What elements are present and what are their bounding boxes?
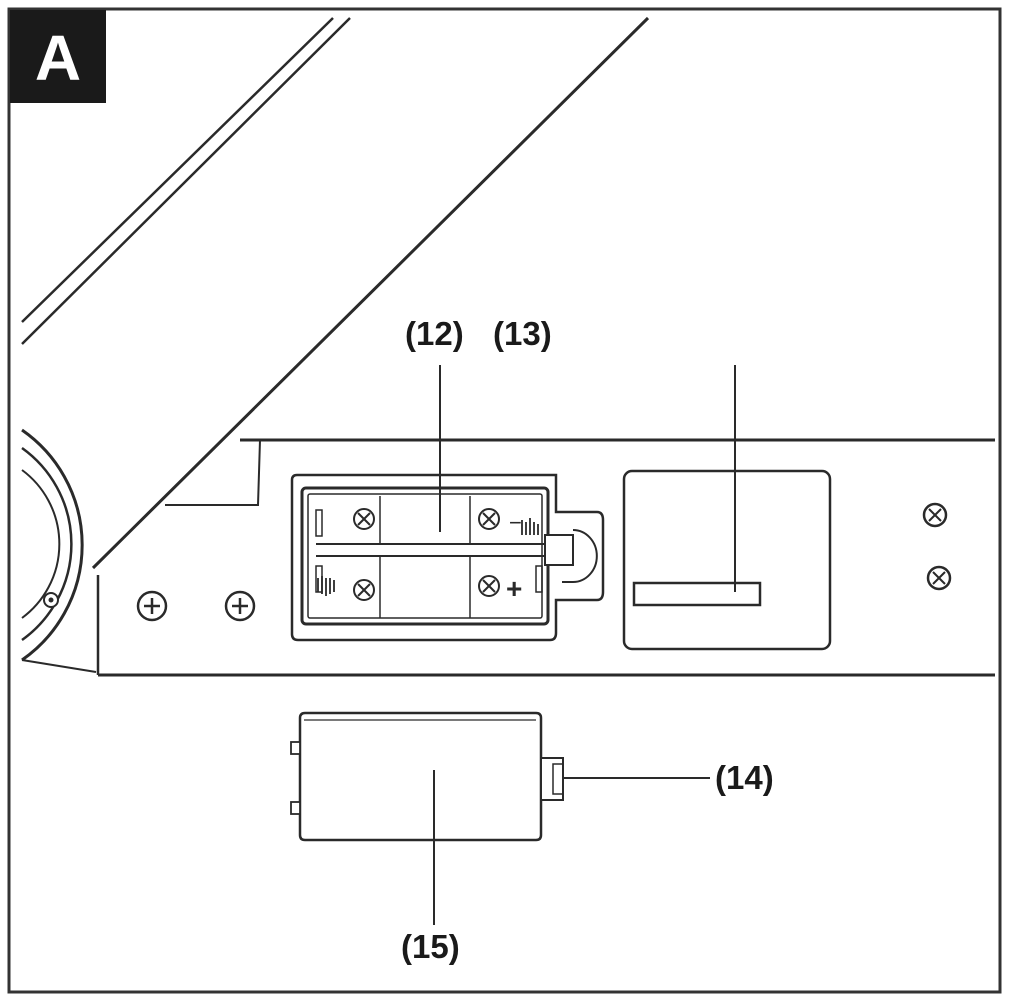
callout-12: (12) [405,315,464,352]
housing-diagonal [21,16,995,677]
badge-letter: A [35,22,81,94]
cell-screw-icon [478,575,500,597]
phillips-screw-icon [136,590,168,622]
battery-cover [290,711,564,842]
spring-contact-icon [521,518,539,535]
leader-lines [433,365,736,925]
side-screw-icon [922,502,948,528]
plus-mark: + [506,573,522,604]
callout-15: (15) [401,928,460,965]
callout-14: (14) [715,759,774,796]
cell-screw-icon [353,508,375,530]
cell-screw-icon [353,579,375,601]
figure-badge: A [10,10,106,103]
figure-frame [7,7,1002,994]
spring-contact-icon [317,576,335,596]
phillips-screw-icon [224,590,256,622]
display-window [622,469,832,651]
round-port [21,428,84,662]
callout-13: (13) [493,315,552,352]
side-screw-icon [926,565,952,591]
cell-screw-icon [478,508,500,530]
battery-compartment [290,473,605,642]
minus-mark: − [509,510,522,535]
